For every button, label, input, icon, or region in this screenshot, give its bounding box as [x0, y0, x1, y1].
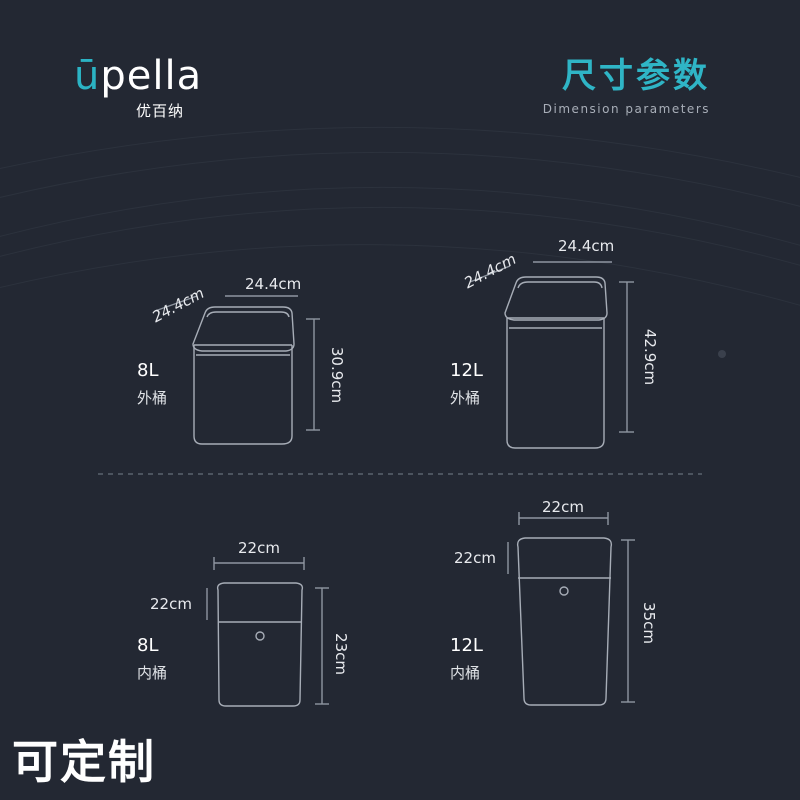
bin-8l-inner-depth: 22cm [150, 595, 192, 613]
section-heading: 尺寸参数 Dimension parameters [543, 56, 710, 116]
bin-12l-inner-drawing [507, 512, 635, 706]
bin-12l-inner-capacity: 12L [450, 635, 483, 656]
logo-text: pella [100, 53, 203, 99]
logo-wordmark: ūpella [74, 53, 203, 99]
bin-8l-inner-capacity: 8L [137, 635, 159, 656]
bin-12l-outer-drawing [469, 261, 634, 449]
bin-12l-outer-capacity: 12L [450, 360, 483, 381]
bin-8l-inner-drawing [206, 557, 329, 707]
customizable-label: 可定制 [12, 735, 156, 789]
bin-8l-outer-type: 外桶 [137, 389, 168, 407]
bin-8l-outer-width: 24.4cm [245, 275, 302, 293]
heading-subtitle: Dimension parameters [542, 102, 710, 116]
heading-title: 尺寸参数 [562, 56, 710, 96]
bin-8l-outer-drawing [154, 295, 320, 445]
bin-8l-inner-type: 内桶 [137, 664, 168, 682]
bin-12l-inner-type: 内桶 [450, 664, 481, 682]
bin-12l-inner-depth: 22cm [454, 549, 496, 567]
bin-8l-outer-height: 30.9cm [328, 346, 347, 404]
brand-name-cn: 优百纳 [136, 102, 185, 120]
bin-8l-outer-capacity: 8L [137, 360, 159, 381]
bin-8l-inner-width: 22cm [238, 539, 280, 557]
bin-12l-inner-height: 35cm [639, 602, 658, 644]
bin-12l-outer-height: 42.9cm [641, 328, 660, 386]
bin-12l-inner-width: 22cm [542, 498, 584, 516]
bin-12l-outer-type: 外桶 [450, 389, 481, 407]
brand-logo: ūpella 优百纳 [74, 53, 203, 120]
bin-8l-inner-height: 23cm [331, 633, 350, 675]
bin-12l-outer-width: 24.4cm [558, 237, 615, 255]
